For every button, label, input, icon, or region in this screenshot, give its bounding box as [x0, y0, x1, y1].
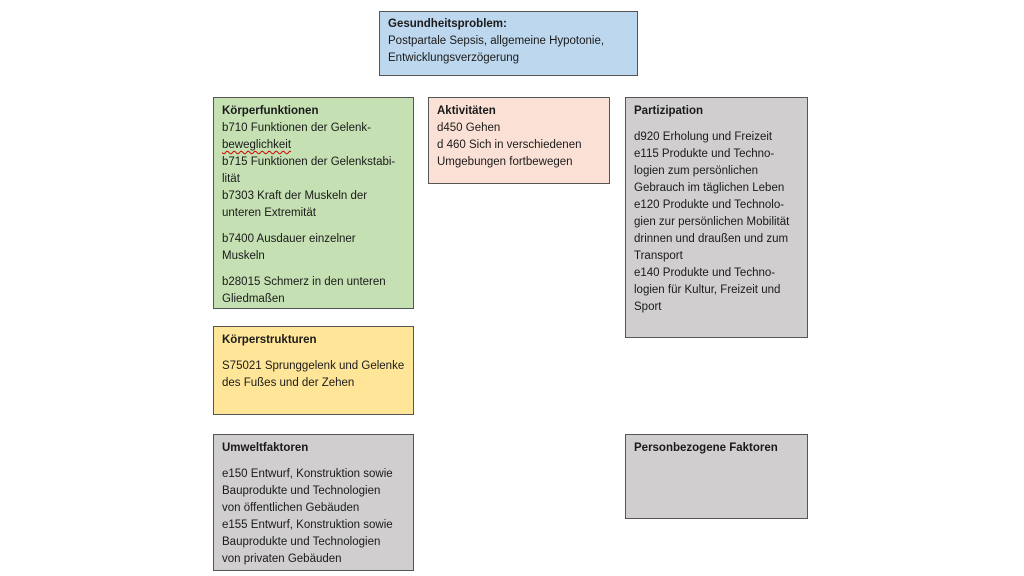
body-functions-line: lität: [222, 173, 240, 185]
participation-line: e120 Produkte und Technolo-: [634, 199, 785, 211]
participation-box: Partizipation d920 Erholung und Freizeit…: [625, 97, 808, 338]
spacer: [222, 265, 405, 274]
participation-line: gien zur persönlichen Mobilität: [634, 216, 790, 228]
body-structures-line: des Fußes und der Zehen: [222, 377, 355, 389]
body-functions-box: Körperfunktionen b710 Funktionen der Gel…: [213, 97, 414, 309]
body-structures-box: Körperstrukturen S75021 Sprunggelenk und…: [213, 326, 414, 415]
environmental-factors-line: von öffentlichen Gebäuden: [222, 502, 360, 514]
body-functions-line: b7303 Kraft der Muskeln der: [222, 190, 368, 202]
participation-line: logien für Kultur, Freizeit und: [634, 284, 781, 296]
body-functions-line: b28015 Schmerz in den unteren: [222, 276, 386, 288]
environmental-factors-line: e150 Entwurf, Konstruktion sowie: [222, 468, 393, 480]
participation-line: Transport: [634, 250, 683, 262]
environmental-factors-line: Bauprodukte und Technologien: [222, 485, 381, 497]
environmental-factors-line: von privaten Gebäuden: [222, 553, 342, 565]
activities-line: d450 Gehen: [437, 122, 501, 134]
spacer: [222, 222, 405, 231]
body-functions-line: b7400 Ausdauer einzelner: [222, 233, 356, 245]
environmental-factors-line: Bauprodukte und Technologien: [222, 536, 381, 548]
health-problem-line: Entwicklungsverzögerung: [388, 52, 520, 64]
body-functions-line: Gliedmaßen: [222, 293, 285, 305]
health-problem-line: Postpartale Sepsis, allgemeine Hypotonie…: [388, 35, 605, 47]
body-structures-line: S75021 Sprunggelenk und Gelenke: [222, 360, 405, 372]
participation-title: Partizipation: [634, 105, 704, 117]
spacer: [634, 120, 799, 129]
environmental-factors-title: Umweltfaktoren: [222, 442, 309, 454]
body-functions-line: unteren Extremität: [222, 207, 316, 219]
body-functions-line: b715 Funktionen der Gelenkstabi-: [222, 156, 396, 168]
health-problem-title: Gesundheitsproblem:: [388, 18, 507, 30]
participation-line: Sport: [634, 301, 662, 313]
spacer: [222, 457, 405, 466]
body-functions-title: Körperfunktionen: [222, 105, 319, 117]
participation-line: logien zum persönlichen: [634, 165, 759, 177]
participation-line: d920 Erholung und Freizeit: [634, 131, 773, 143]
activities-line: Umgebungen fortbewegen: [437, 156, 573, 168]
activities-box: Aktivitäten d450 Gehen d 460 Sich in ver…: [428, 97, 610, 184]
body-structures-title: Körperstrukturen: [222, 334, 317, 346]
body-functions-line-spellcheck: beweglichkeit: [222, 139, 292, 151]
spacer: [222, 349, 405, 358]
body-functions-line: b710 Funktionen der Gelenk-: [222, 122, 371, 134]
participation-line: drinnen und draußen und zum: [634, 233, 789, 245]
body-functions-line: Muskeln: [222, 250, 265, 262]
activities-title: Aktivitäten: [437, 105, 496, 117]
health-problem-box: Gesundheitsproblem: Postpartale Sepsis, …: [379, 11, 638, 76]
participation-line: e115 Produkte und Techno-: [634, 148, 775, 160]
environmental-factors-box: Umweltfaktoren e150 Entwurf, Konstruktio…: [213, 434, 414, 571]
environmental-factors-line: e155 Entwurf, Konstruktion sowie: [222, 519, 393, 531]
participation-line: Gebrauch im täglichen Leben: [634, 182, 785, 194]
personal-factors-title: Personbezogene Faktoren: [634, 442, 778, 454]
participation-line: e140 Produkte und Techno-: [634, 267, 776, 279]
personal-factors-box: Personbezogene Faktoren: [625, 434, 808, 519]
activities-line: d 460 Sich in verschiedenen: [437, 139, 582, 151]
